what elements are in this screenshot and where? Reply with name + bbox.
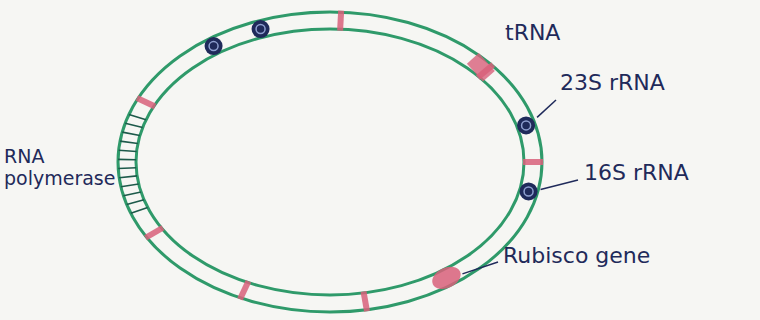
polymerase-hatch xyxy=(125,123,142,127)
polymerase-hatch xyxy=(120,141,138,143)
gene-mark xyxy=(237,280,251,301)
dna-strand xyxy=(118,12,542,312)
polymerase-hatch xyxy=(122,132,140,135)
rubisco-gene xyxy=(429,263,465,294)
gene-label: RNA polymerase xyxy=(4,146,118,190)
coil-inner xyxy=(524,187,533,196)
coil-outer xyxy=(205,37,223,55)
polymerase-hatch xyxy=(121,184,139,187)
polymerase-hatch xyxy=(123,192,141,196)
coil-outer xyxy=(252,20,270,38)
gene-mark xyxy=(337,11,344,31)
gene-mark xyxy=(361,291,370,312)
rrna-coil xyxy=(520,182,538,200)
coil-outer xyxy=(517,116,535,134)
polymerase-hatch xyxy=(119,176,137,178)
leader-line xyxy=(462,262,498,274)
polymerase-hatch xyxy=(129,114,146,119)
gene-mark xyxy=(144,225,164,240)
leader-line xyxy=(537,100,556,117)
gene-mark xyxy=(523,159,543,165)
polymerase-hatch xyxy=(119,150,137,151)
coil-inner xyxy=(522,121,531,130)
polymerase-hatch xyxy=(127,200,144,205)
gene-label: Rubisco gene xyxy=(503,243,650,268)
polymerase-hatch xyxy=(118,159,136,161)
polymerase-hatch xyxy=(131,207,148,213)
coil-inner xyxy=(256,25,265,34)
gene-label: tRNA xyxy=(505,20,560,45)
polymerase-hatch xyxy=(118,167,136,169)
rrna-coil xyxy=(205,37,223,55)
gene-label: 16S rRNA xyxy=(584,160,689,185)
leader-line xyxy=(541,180,578,189)
gene-mark xyxy=(136,95,157,109)
gene-label: 23S rRNA xyxy=(560,70,665,95)
rrna-coil xyxy=(252,20,270,38)
trna-gene xyxy=(467,53,495,82)
coil-inner xyxy=(209,42,218,51)
coil-outer xyxy=(520,182,538,200)
dna-strand xyxy=(136,29,524,295)
rrna-coil xyxy=(517,116,535,134)
